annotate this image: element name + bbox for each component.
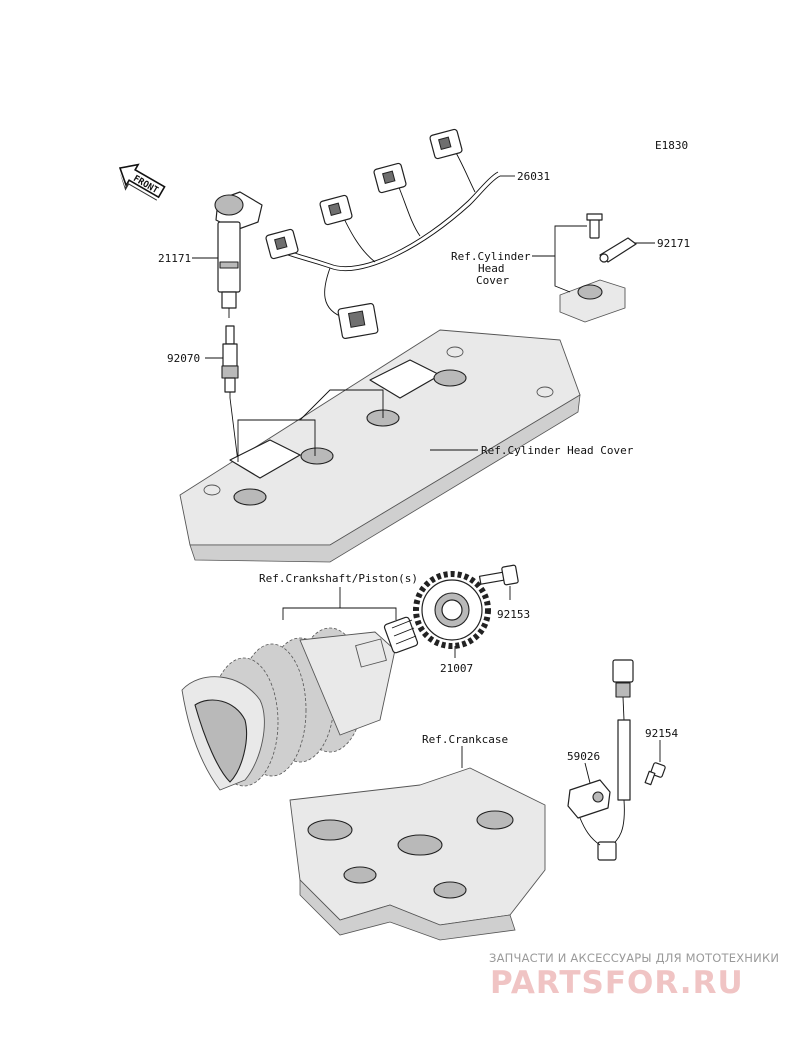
- sensor-cover: [559, 213, 637, 323]
- label-spark-plug: 92070: [167, 352, 200, 365]
- label-harness: 26031: [517, 170, 550, 183]
- wiring-harness: [265, 128, 501, 340]
- ignition-coil: [214, 191, 263, 318]
- label-coil: 21171: [158, 252, 191, 265]
- spark-plug: [221, 325, 239, 398]
- crankshaft: [181, 627, 396, 791]
- crankcase: [289, 767, 546, 941]
- cylinder-head-cover: [179, 329, 581, 563]
- front-arrow-icon: FRONT: [118, 163, 166, 201]
- diagram-code: E1830: [655, 139, 688, 152]
- label-timing-rotor: 21007: [440, 662, 473, 675]
- label-rotor-bolt: 92153: [497, 608, 530, 621]
- label-ref-cylinder-head-cover: Ref.Cylinder Head Cover: [481, 444, 634, 457]
- label-ref-cyl-head-2: Head: [478, 262, 505, 275]
- label-crank-sensor: 59026: [567, 750, 600, 763]
- label-ref-crankshaft: Ref.Crankshaft/Piston(s): [259, 572, 418, 585]
- bearing: [383, 616, 419, 654]
- crank-sensor: [567, 659, 634, 861]
- watermark-tagline: ЗАПЧАСТИ И АКСЕССУАРЫ ДЛЯ МОТОТЕХНИКИ: [489, 951, 779, 965]
- label-ref-crankcase: Ref.Crankcase: [422, 733, 508, 746]
- label-ref-cyl-head-3: Cover: [476, 274, 509, 287]
- sensor-bolt: [644, 762, 666, 786]
- label-sensor-bolt: 92154: [645, 727, 678, 740]
- timing-rotor: [413, 571, 491, 649]
- watermark-brand: PARTSFOR.RU: [490, 965, 744, 1001]
- label-ref-cyl-head-1: Ref.Cylinder: [451, 250, 531, 263]
- rotor-bolt: [478, 564, 519, 586]
- label-bolt-sensor-cover: 92171: [657, 237, 690, 250]
